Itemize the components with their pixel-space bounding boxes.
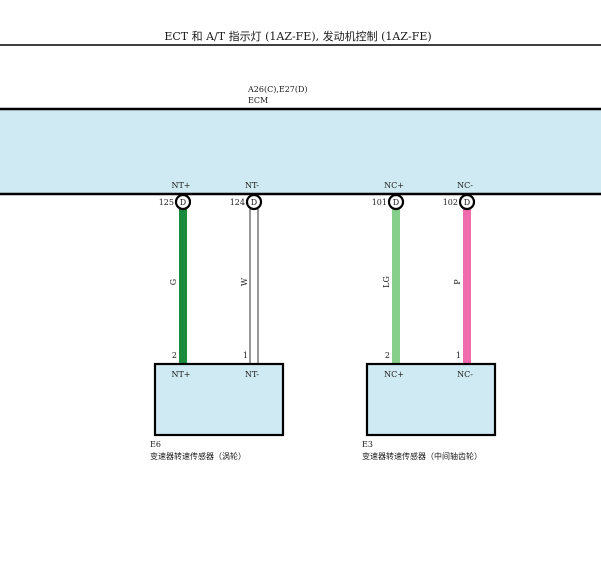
terminal-circle-125: D	[174, 193, 192, 211]
sensor-e3-signal-nc-plus: NC+	[384, 370, 404, 379]
wire-code-lg: LG	[382, 276, 391, 288]
wire-nc-minus	[463, 209, 471, 364]
sensor-e6-signal-nt-plus: NT+	[171, 370, 190, 379]
svg-text:D: D	[393, 198, 399, 207]
ecm-name-label: ECM	[248, 96, 268, 105]
terminal-pin-102: 102	[443, 198, 458, 207]
wire-code-w: W	[240, 277, 249, 286]
sensor-e3-pin-1: 1	[456, 351, 461, 360]
sensor-e6-block	[153, 362, 285, 437]
wire-code-g: G	[169, 279, 178, 285]
wire-code-p: P	[453, 279, 462, 285]
sensor-e6-signal-nt-minus: NT-	[245, 370, 259, 379]
ecm-connector-label: A26(C),E27(D)	[247, 85, 308, 94]
sensor-e3-name: 变速器转速传感器（中间轴齿轮）	[362, 451, 482, 461]
terminal-pin-125: 125	[159, 198, 174, 207]
terminal-circle-124: D	[245, 193, 263, 211]
sensor-e3-signal-nc-minus: NC-	[457, 370, 473, 379]
terminal-signal-nc-minus: NC-	[457, 181, 473, 190]
sensor-e3-id: E3	[362, 440, 373, 449]
sensor-e6-name: 变速器转速传感器（涡轮）	[150, 451, 246, 461]
wire-nc-plus	[392, 209, 400, 364]
svg-text:D: D	[464, 198, 470, 207]
terminal-signal-nc-plus: NC+	[384, 181, 404, 190]
wire-nt-plus	[179, 209, 187, 364]
terminal-signal-nt-minus: NT-	[245, 181, 259, 190]
terminal-signal-nt-plus: NT+	[171, 181, 190, 190]
terminal-circle-101: D	[387, 193, 405, 211]
sensor-e3-block	[365, 362, 497, 437]
sensor-e3-pin-2: 2	[385, 351, 390, 360]
svg-text:D: D	[251, 198, 257, 207]
svg-text:D: D	[180, 198, 186, 207]
sensor-e6-id: E6	[150, 440, 161, 449]
ecm-block	[0, 107, 601, 196]
sensor-e6-pin-1: 1	[243, 351, 248, 360]
sensor-e6-pin-2: 2	[172, 351, 177, 360]
wire-nt-minus	[249, 208, 259, 365]
terminal-pin-124: 124	[230, 198, 245, 207]
terminal-pin-101: 101	[372, 198, 387, 207]
diagram-title: ECT 和 A/T 指示灯 (1AZ-FE), 发动机控制 (1AZ-FE)	[164, 29, 431, 43]
terminal-circle-102: D	[458, 193, 476, 211]
